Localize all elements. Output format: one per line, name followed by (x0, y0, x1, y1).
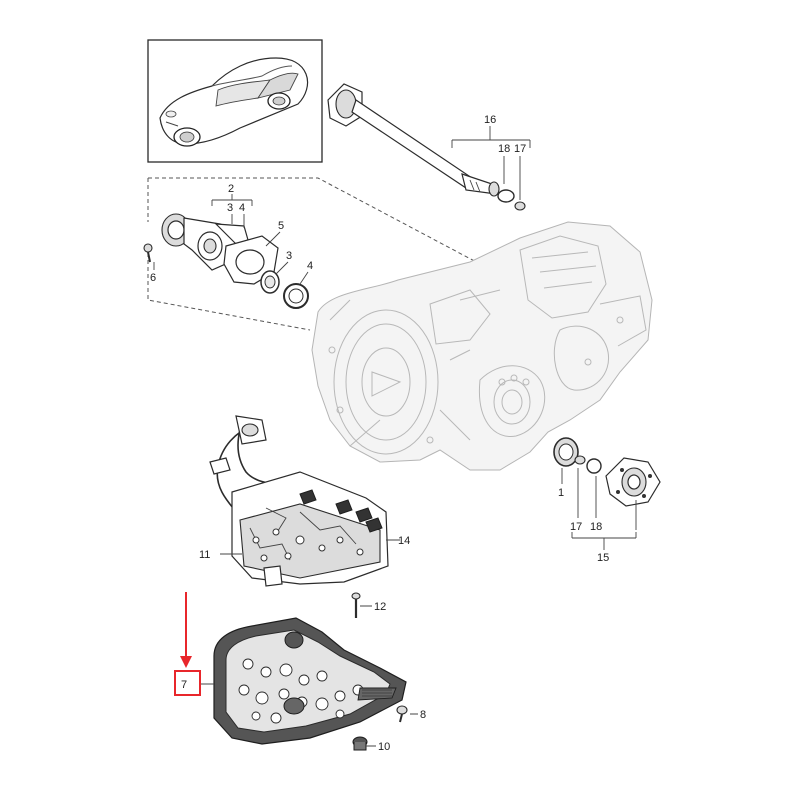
circlip-ring (497, 189, 515, 203)
drive-shaft (327, 83, 500, 197)
leader-lines (153, 126, 637, 747)
pan-bolt (396, 705, 408, 723)
valve-body (231, 471, 389, 587)
label-3-side: 3 (286, 250, 292, 262)
label-4-side: 4 (307, 260, 313, 272)
label-12: 12 (374, 601, 386, 613)
drain-plug (352, 736, 368, 751)
seal-ring (260, 270, 280, 294)
label-2: 2 (228, 183, 234, 195)
label-4-top: 4 (239, 202, 245, 214)
label-11: 11 (199, 549, 210, 561)
label-3-top: 3 (227, 202, 233, 214)
oil-pan (213, 617, 407, 745)
seal-plug (574, 455, 586, 465)
gasket (223, 235, 279, 285)
dashed-group-outline (147, 177, 549, 331)
wiring-harness (209, 415, 293, 515)
car-thumbnail-icon (147, 39, 323, 163)
output-flange (605, 457, 661, 507)
label-17-bottom: 17 (570, 521, 582, 533)
output-seal (553, 437, 579, 467)
label-8: 8 (420, 709, 426, 721)
label-15: 15 (597, 552, 609, 564)
label-6: 6 (150, 272, 156, 284)
callout-arrow-icon (180, 592, 192, 668)
label-16: 16 (484, 114, 496, 126)
retaining-ring (586, 458, 602, 474)
label-1: 1 (558, 487, 564, 499)
label-7: 7 (181, 679, 187, 691)
valve-body-bolt (351, 592, 361, 618)
label-14: 14 (398, 535, 410, 547)
label-10: 10 (378, 741, 390, 753)
label-18-top: 18 (498, 143, 510, 155)
shaft-seal (283, 283, 309, 309)
transmission-housing (311, 221, 653, 471)
label-5: 5 (278, 220, 284, 232)
label-18-bottom: 18 (590, 521, 602, 533)
highlight-box (174, 670, 201, 696)
small-plug (514, 201, 526, 211)
label-17-top: 17 (514, 143, 526, 155)
bolt (143, 243, 153, 263)
